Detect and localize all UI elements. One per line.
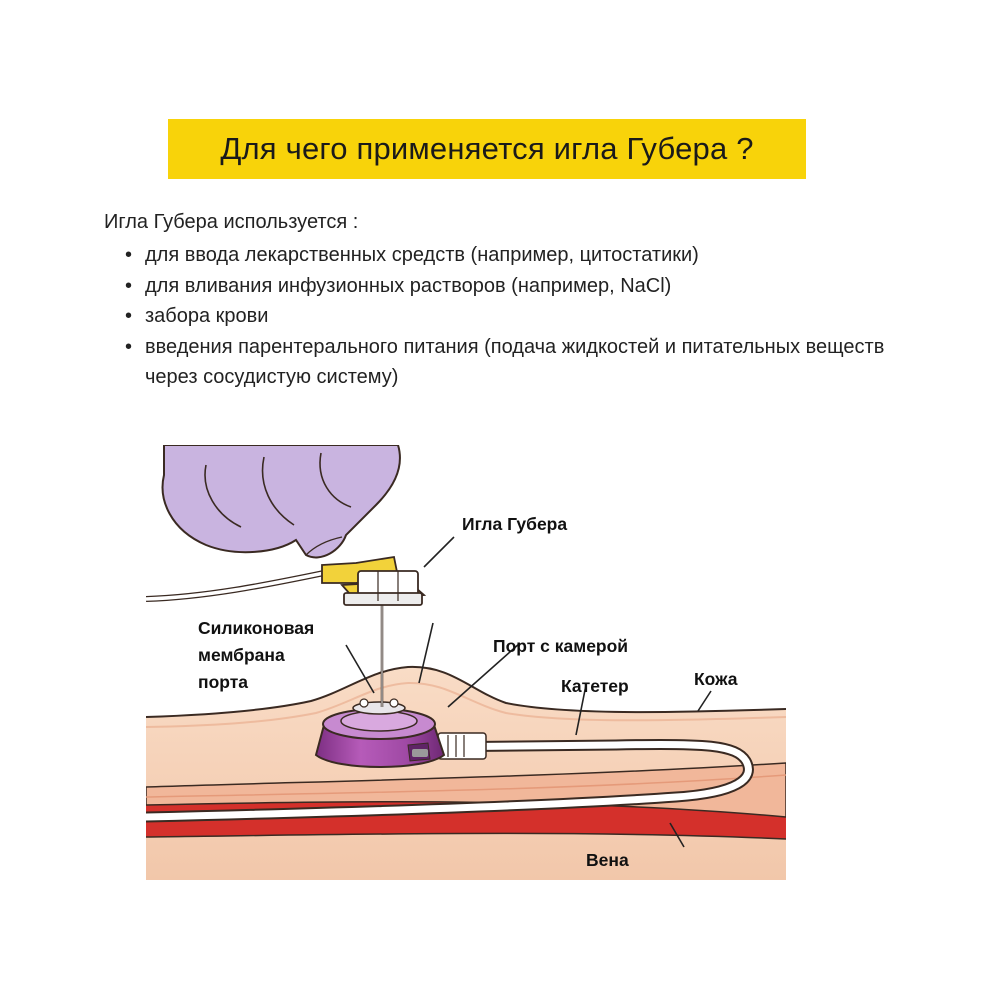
label-port: Порт с камерой: [493, 636, 629, 656]
uses-list: • для ввода лекарственных средств (наприм…: [124, 240, 904, 393]
list-item-text: забора крови: [145, 305, 269, 327]
list-item: • забора крови: [124, 301, 904, 332]
silicone-membrane: [352, 698, 406, 715]
label-membrane-line3: порта: [198, 672, 249, 692]
bullet: •: [125, 335, 133, 358]
list-item: • для вливания инфузионных растворов (нап…: [124, 271, 904, 302]
page-title: Для чего применяется игла Губера ?: [220, 131, 754, 166]
list-item: • для ввода лекарственных средств (наприм…: [124, 240, 904, 271]
gloved-hand: [161, 445, 401, 559]
port-chamber: [314, 708, 446, 768]
label-skin: Кожа: [694, 669, 738, 689]
needle-hub: [321, 555, 427, 606]
label-needle: Игла Губера: [462, 514, 568, 534]
huber-needle-diagram: Игла Губера Силиконовая мембрана порта П…: [146, 445, 786, 880]
list-item-text: для ввода лекарственных средств (наприме…: [145, 244, 699, 266]
list-item-text: введения парентерального питания (подача…: [145, 335, 885, 389]
label-membrane-line2: мембрана: [198, 645, 285, 665]
bullet: •: [125, 274, 133, 297]
bullet: •: [125, 244, 133, 266]
catheter: [146, 738, 754, 823]
skin-tissue: [146, 665, 786, 880]
label-membrane-line1: Силиконовая: [198, 618, 315, 638]
catheter-connector: [437, 732, 487, 760]
label-vein: Вена: [586, 850, 629, 870]
intro-text: Игла Губера используется :: [104, 211, 359, 233]
leader-lines: [345, 536, 712, 848]
list-item: • введения парентерального питания (подач…: [124, 332, 904, 393]
bullet: •: [125, 305, 133, 327]
title-banner: Для чего применяется игла Губера ?: [168, 119, 806, 179]
list-item-text: для вливания инфузионных растворов (напр…: [145, 274, 672, 297]
diagram-illustration: [146, 445, 786, 880]
label-catheter: Катетер: [561, 676, 629, 696]
